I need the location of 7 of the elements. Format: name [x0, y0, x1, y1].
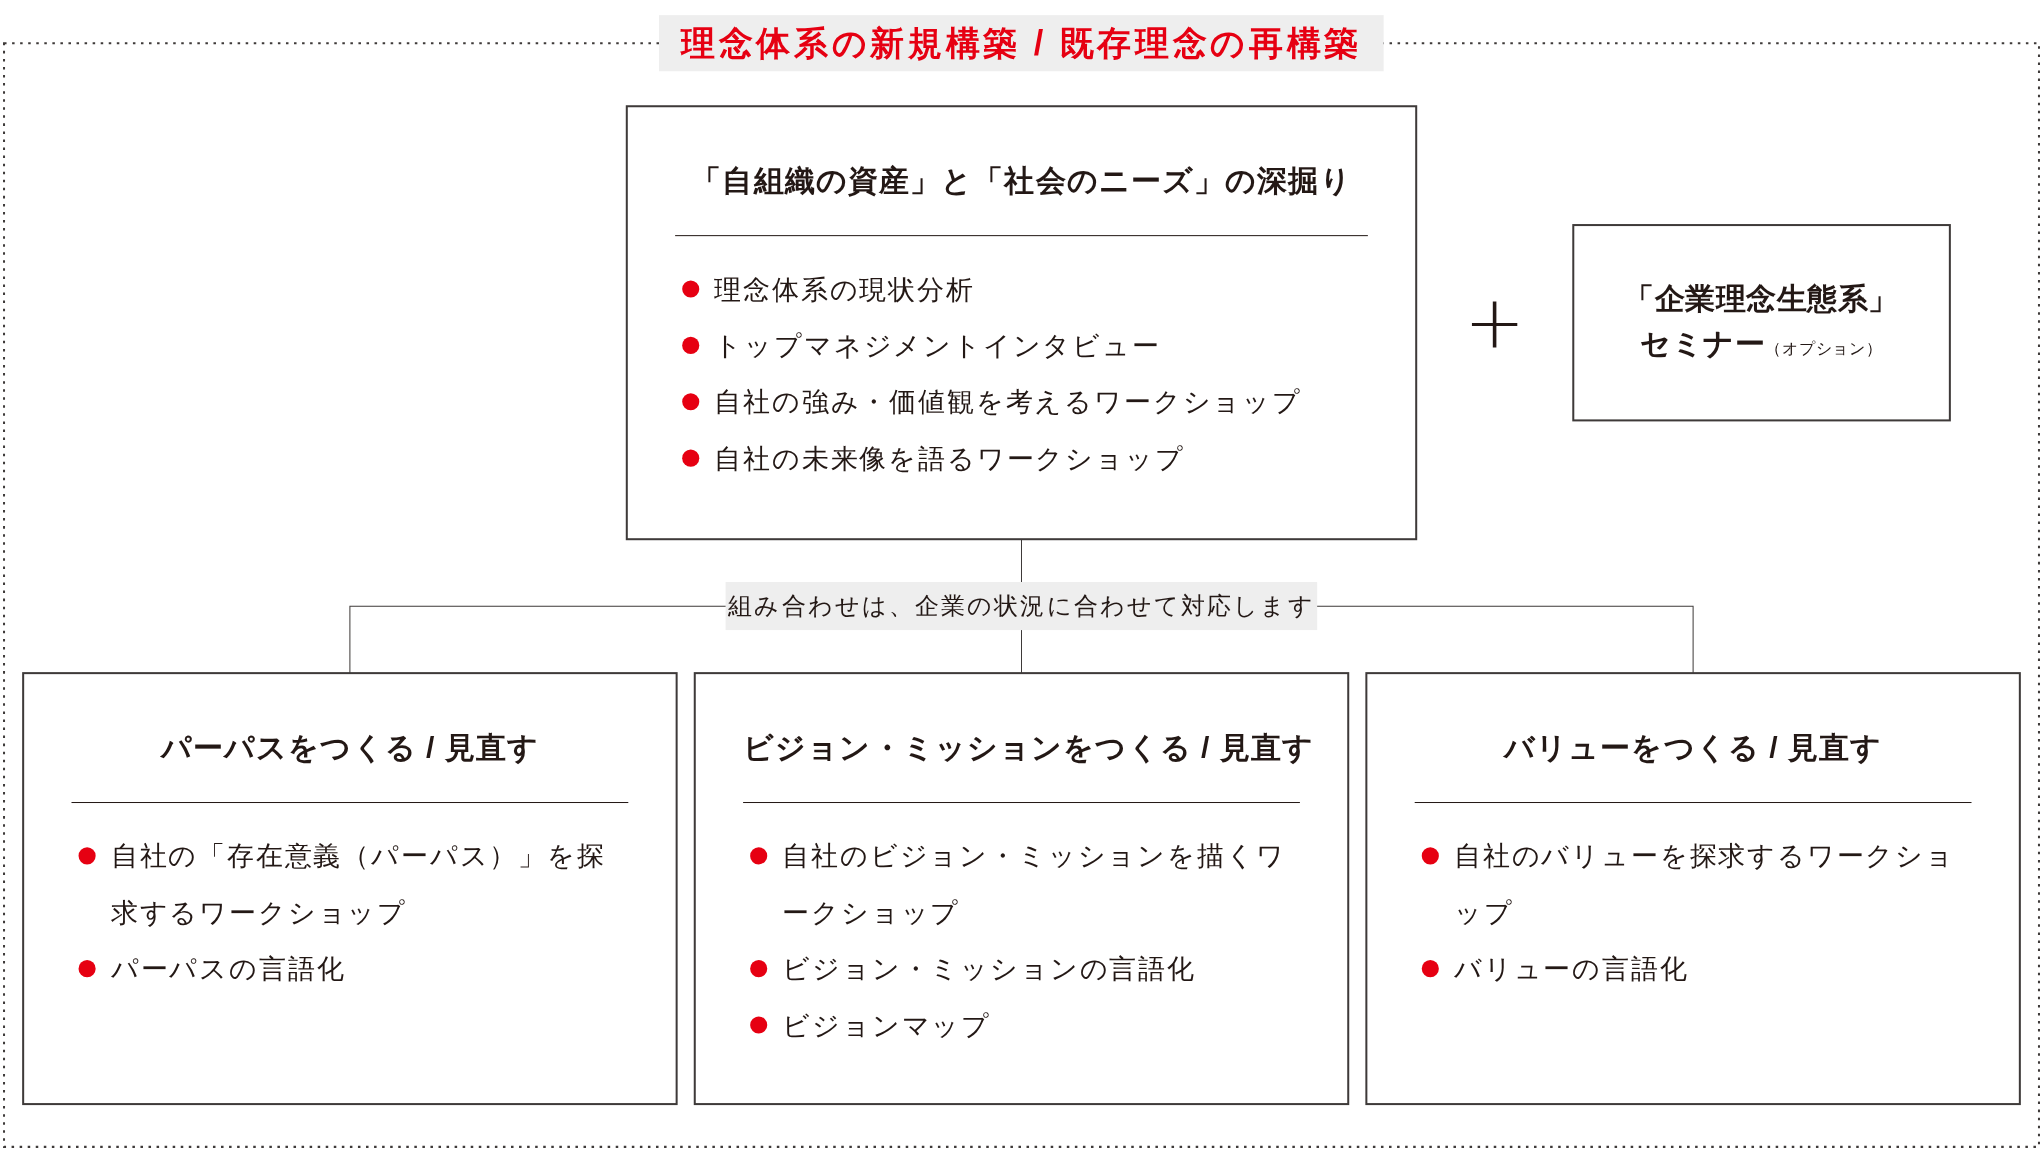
node-box: 「自組織の資産」と「社会のニーズ」の深掘り 理念体系の現状分析 トップマネジメントインタビュー 自社の強み・価値観を考えるワークショップ 自社の未来像を語るワークショップ — [625, 105, 1418, 541]
node-box: 「企業理念生態系」セミナー（オプション） — [1572, 224, 1951, 422]
plus-sign: + — [1464, 286, 1526, 359]
edge-label: 組み合わせは、企業の状況に合わせて対応します — [728, 592, 1315, 620]
node-box: ビジョン・ミッションをつくる / 見直す 自社のビジョン・ミッションを描くワークショップ ビジョン・ミッションの言語化 ビジョンマップ — [693, 672, 1350, 1106]
node-box: バリューをつくる / 見直す 自社のバリューを探求するワークショップ バリューの言語化 — [1365, 672, 2021, 1106]
node-box: パーパスをつくる / 見直す 自社の「存在意義（パーパス）」を探求するワークショップ パーパスの言語化 — [22, 672, 678, 1106]
